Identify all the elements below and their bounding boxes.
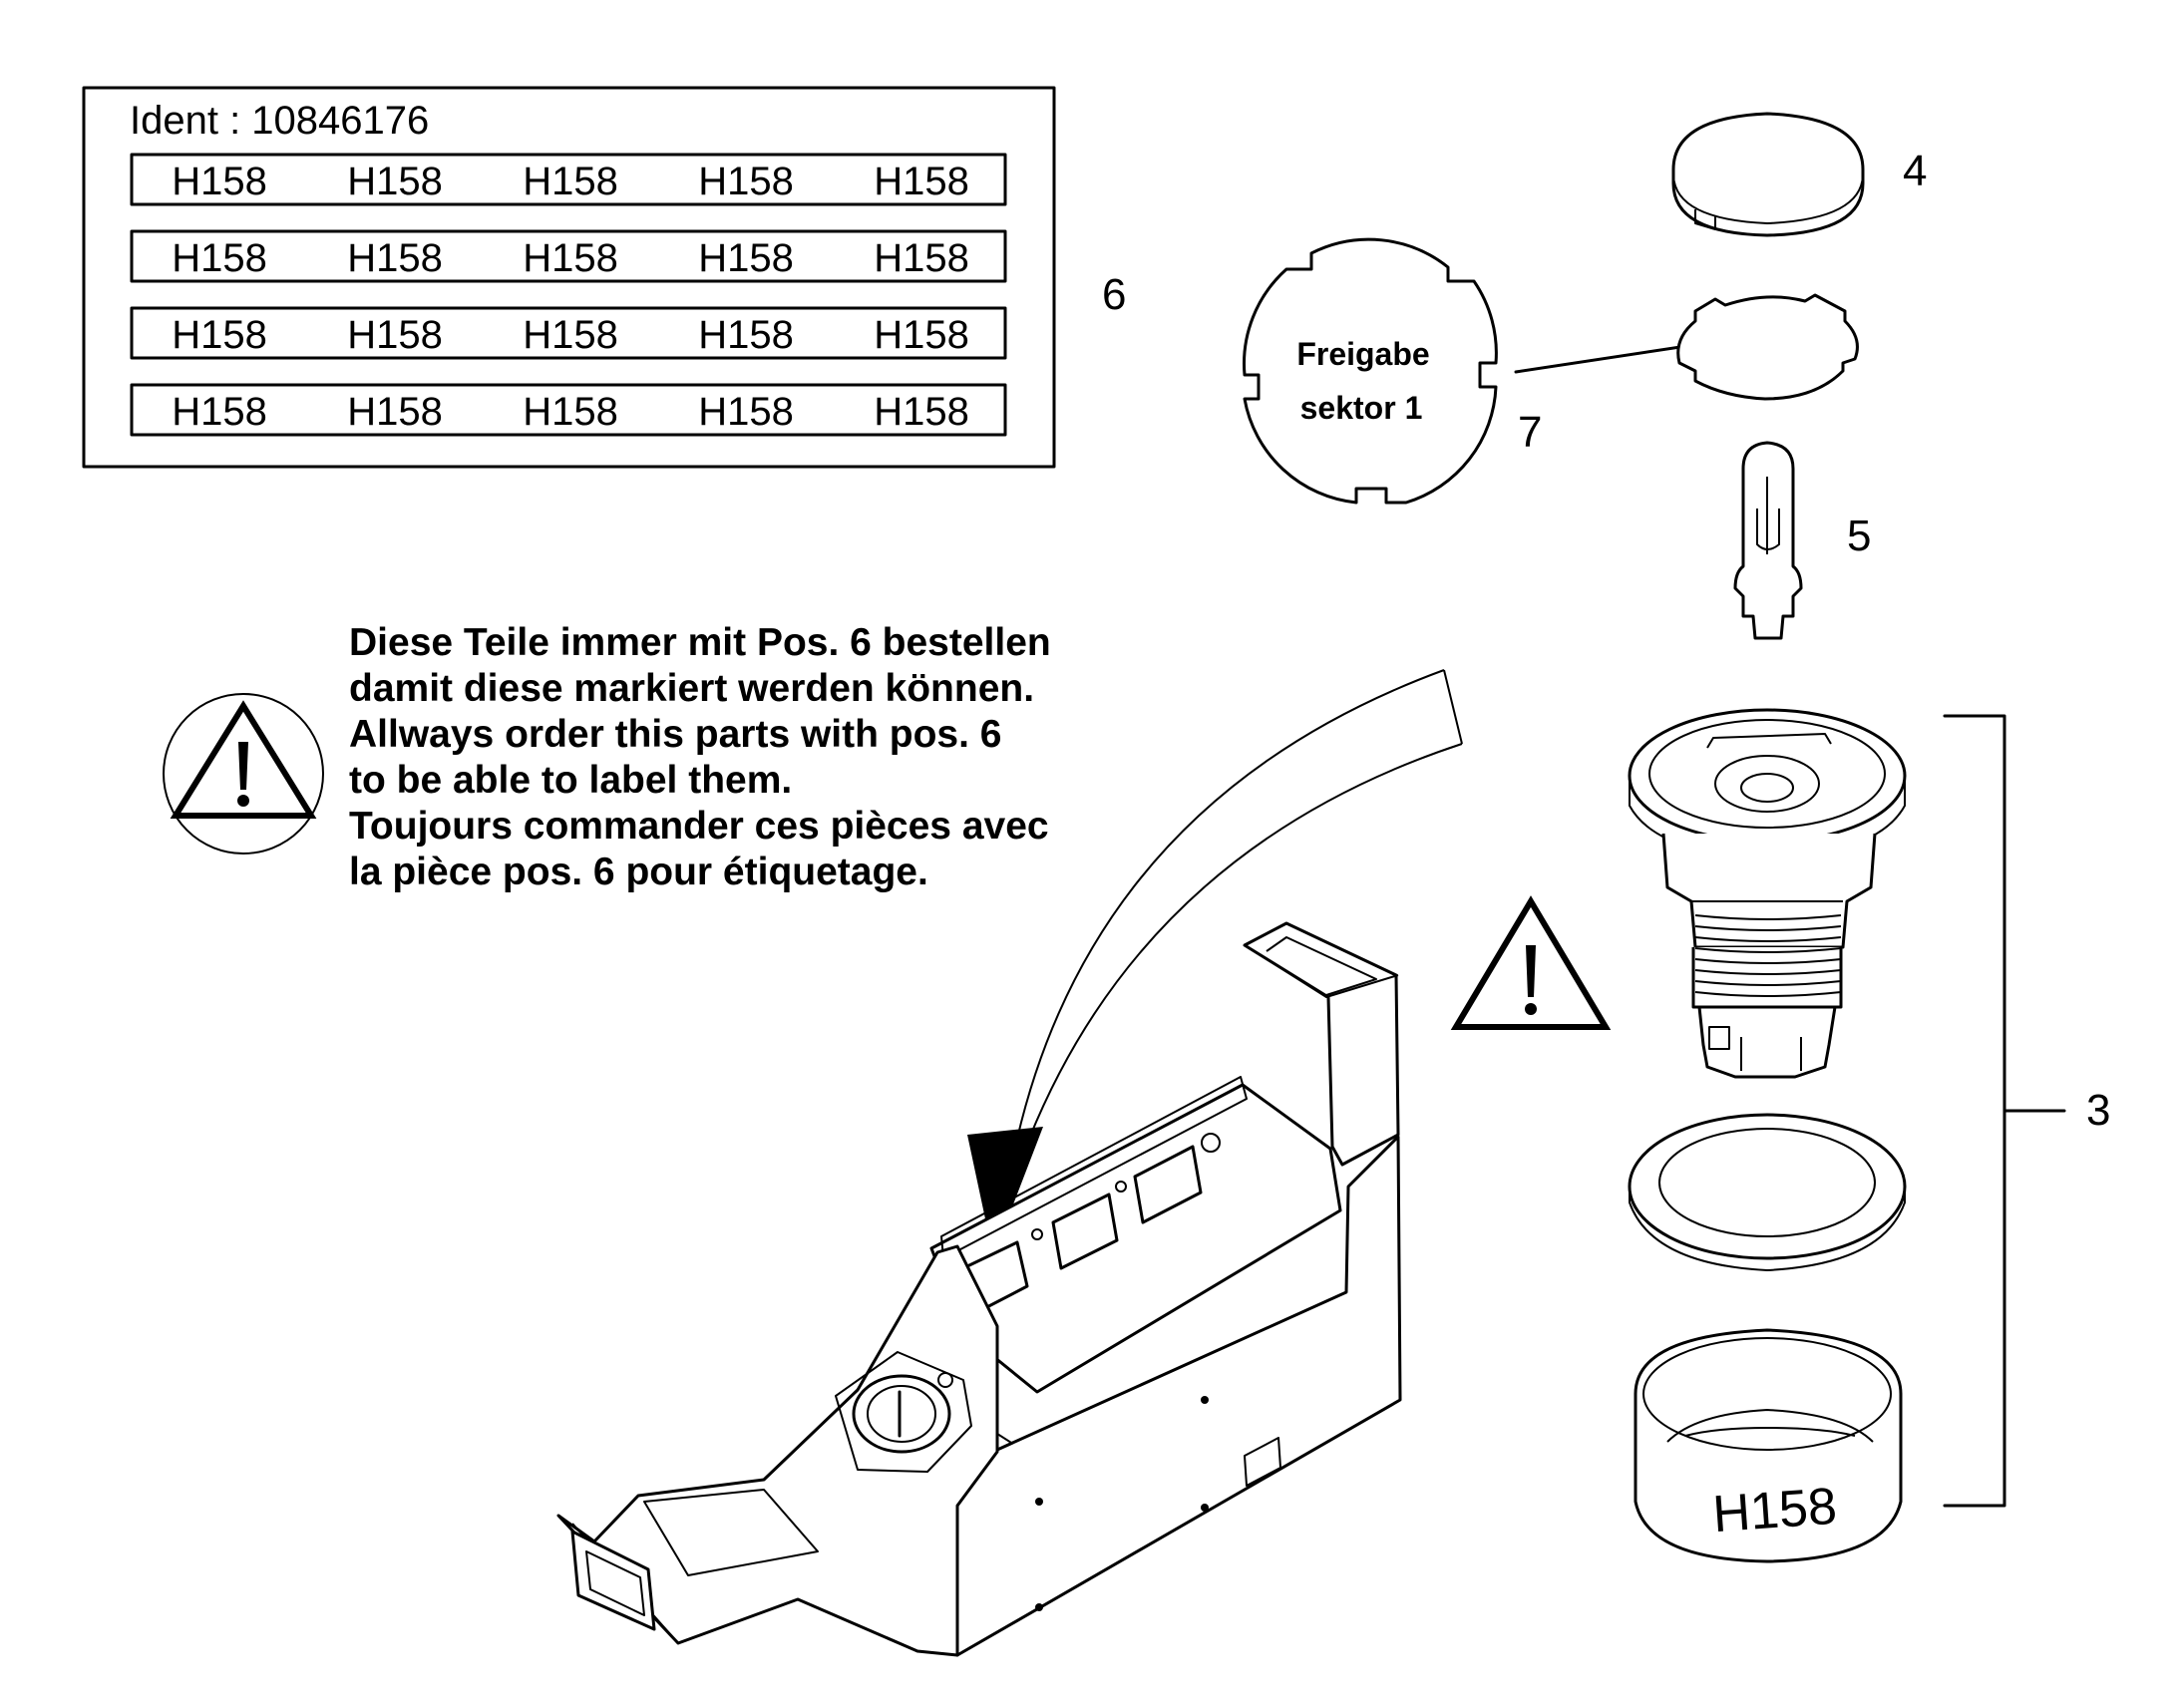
warning-triangle-icon [1450,895,1612,1030]
thread-line [1694,958,1842,964]
label-strip [130,306,1007,360]
gasket-ring [1628,1113,1907,1271]
ident-number: Ident : 10846176 [130,99,429,143]
sector-label-line2: sektor 1 [1300,390,1423,426]
button-housing [1628,708,1907,1079]
thread-line [1694,947,1842,953]
callout-7: 7 [1518,408,1542,457]
thread-line [1694,936,1842,942]
note-line: Toujours commander ces pièces avec [349,805,1049,848]
label-sheet-border [82,86,1056,469]
console-assembly [556,921,1402,1657]
note-line: damit diese markiert werden können. [349,667,1034,710]
order-note: Diese Teile immer mit Pos. 6 bestellenda… [349,621,1051,893]
label-cell: H158 [874,160,969,203]
note-line: Allways order this parts with pos. 6 [349,713,1002,756]
ring-label: H158 [1711,1478,1839,1544]
housing-threads [1694,914,1842,997]
note-line: Diese Teile immer mit Pos. 6 bestellen [349,621,1051,664]
label-cell: H158 [172,160,267,203]
label-cell: H158 [347,313,443,357]
label-cell: H158 [874,313,969,357]
callout-5: 5 [1847,512,1871,560]
label-cell: H158 [698,236,794,280]
thread-line [1694,980,1842,986]
note-line: to be able to label them. [349,759,792,802]
bracket-3 [1943,714,2066,1508]
label-cell: H158 [172,236,267,280]
sector-label-line1: Freigabe [1296,336,1429,372]
warning-circle-icon [163,693,324,854]
sector-disc: Freigabe sektor 1 [1243,237,1498,505]
callout-3: 3 [2086,1086,2110,1135]
label-cell: H158 [347,160,443,203]
label-cell: H158 [172,390,267,434]
label-cell: H158 [172,313,267,357]
note-line: la pièce pos. 6 pour étiquetage. [349,851,928,893]
thread-line [1694,991,1842,997]
label-cell: H158 [523,236,618,280]
label-cell: H158 [523,390,618,434]
label-cell: H158 [523,160,618,203]
label-cell: H158 [523,313,618,357]
cap-part [1671,112,1865,237]
label-strip [130,153,1007,206]
label-cell: H158 [347,390,443,434]
label-cell: H158 [698,390,794,434]
thread-line [1694,969,1842,975]
label-cell: H158 [698,313,794,357]
label-cell: H158 [874,236,969,280]
label-cell: H158 [874,390,969,434]
callout-6: 6 [1102,270,1126,319]
pointer-arrow [967,669,1463,1256]
thread-line [1694,914,1842,920]
label-cell: H158 [698,160,794,203]
label-strip [130,229,1007,283]
lens-part [1676,293,1859,401]
thread-line [1694,925,1842,931]
callout-4: 4 [1903,147,1927,195]
bulb-part [1733,441,1803,640]
label-strip [130,383,1007,437]
label-cell: H158 [347,236,443,280]
label-ring: H158 [1634,1328,1903,1563]
